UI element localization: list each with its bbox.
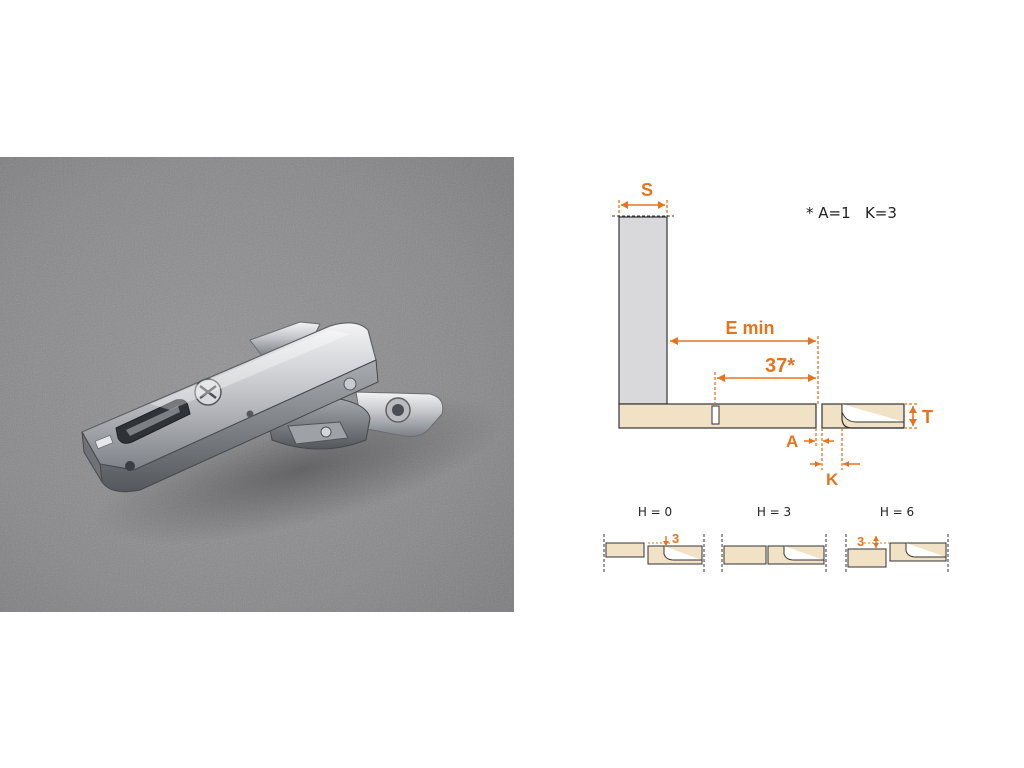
- variant-h6: H = 6 3: [845, 505, 949, 572]
- dim-a: A: [786, 428, 834, 451]
- label-k: K: [826, 470, 839, 489]
- variant-h0-label: H = 0: [638, 505, 672, 519]
- mounting-diagram: S * A=1 K=3 E min 37* T: [603, 180, 949, 572]
- label-a: A: [786, 432, 798, 451]
- variant-h3: H = 3: [721, 505, 827, 572]
- dim-k: K: [810, 428, 860, 489]
- dim-37: 37*: [714, 355, 816, 404]
- dim-t: T: [904, 403, 933, 429]
- dim-s: S: [612, 180, 674, 217]
- variant-h0-dim: 3: [672, 531, 679, 546]
- hinge-arm: [81, 322, 379, 493]
- label-s: S: [641, 180, 653, 200]
- side-panel: [618, 216, 668, 405]
- variant-h3-label: H = 3: [757, 505, 791, 519]
- mounting-plate: [249, 321, 444, 437]
- note-a-k: * A=1 K=3: [806, 204, 897, 222]
- hinge-photo: [0, 157, 514, 612]
- drill-hole: [711, 405, 720, 425]
- label-t: T: [922, 407, 933, 427]
- dim-e-min: E min: [670, 318, 819, 404]
- variant-h6-label: H = 6: [880, 505, 914, 519]
- label-e-min: E min: [725, 318, 774, 338]
- variant-h0: H = 0 3: [603, 505, 705, 572]
- variant-h6-dim: 3: [857, 534, 864, 549]
- label-37: 37*: [765, 355, 795, 377]
